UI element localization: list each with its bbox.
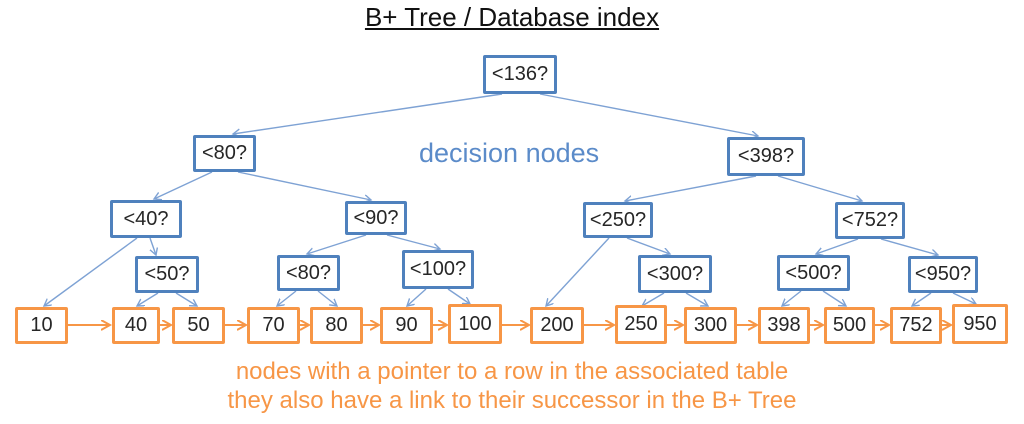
leaf-node-10: 10: [15, 307, 68, 344]
diagram-title: B+ Tree / Database index: [364, 2, 660, 32]
decision-node-500: <500?: [777, 255, 850, 291]
caption-line-2: they also have a link to their successor…: [227, 387, 797, 414]
decision-node-250: <250?: [583, 202, 653, 238]
decision-node-40: <40?: [110, 200, 182, 238]
caption-line-1: nodes with a pointer to a row in the ass…: [235, 358, 789, 385]
leaf-node-50: 50: [172, 307, 225, 344]
leaf-node-40: 40: [112, 307, 160, 344]
leaf-node-500: 500: [824, 307, 875, 344]
decision-node-136: <136?: [483, 55, 557, 94]
decision-node-80b: <80?: [277, 255, 340, 291]
decision-node-90: <90?: [345, 201, 407, 235]
decision-node-950: <950?: [908, 256, 978, 293]
leaf-node-950: 950: [952, 304, 1008, 344]
decision-node-100: <100?: [402, 250, 474, 289]
leaf-node-100: 100: [448, 304, 502, 344]
leaf-node-300: 300: [684, 307, 737, 344]
decision-node-398: <398?: [727, 137, 805, 176]
decision-node-300: <300?: [638, 255, 712, 293]
decision-node-752: <752?: [835, 202, 905, 239]
leaf-node-752: 752: [890, 307, 942, 344]
decision-edges: [44, 93, 976, 306]
leaf-node-90: 90: [380, 307, 433, 344]
decision-node-50: <50?: [135, 256, 199, 293]
leaf-node-70: 70: [247, 307, 300, 344]
leaf-node-80: 80: [310, 307, 363, 344]
leaf-node-398: 398: [758, 307, 810, 344]
decision-node-80: <80?: [193, 135, 256, 172]
leaf-node-200: 200: [530, 307, 584, 344]
decision-nodes-label: decision nodes: [419, 138, 600, 168]
leaf-node-250: 250: [615, 305, 667, 344]
